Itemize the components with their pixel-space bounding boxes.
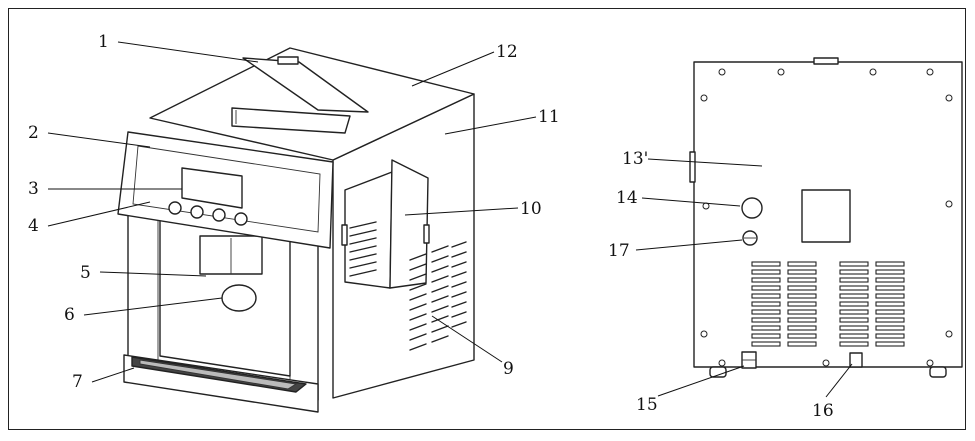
vent-slot	[875, 293, 905, 299]
vent-slot	[751, 269, 781, 275]
vent-slot	[751, 277, 781, 283]
water-inlet	[741, 197, 763, 219]
vent-slot	[751, 341, 781, 347]
callout-labels: 1 2 3 4 5 6 7 9 10 11 12 13' 14 17 15 16	[28, 32, 834, 421]
back-view	[689, 57, 963, 378]
callout-14: 14	[616, 188, 638, 208]
vent-slot	[875, 325, 905, 331]
vent-slot	[839, 341, 869, 347]
callout-7: 7	[72, 372, 83, 392]
vent-slot	[839, 285, 869, 291]
vent-slot	[787, 325, 817, 331]
callout-1: 1	[98, 32, 109, 52]
vent-slot	[875, 309, 905, 315]
vent-slot	[875, 285, 905, 291]
side-access-door	[389, 159, 429, 289]
vent-slot	[875, 333, 905, 339]
callout-13: 13'	[622, 149, 648, 169]
vent-slot	[787, 293, 817, 299]
front-view	[117, 47, 475, 413]
callout-2: 2	[28, 123, 39, 143]
vent-slot	[751, 293, 781, 299]
vent-slot	[751, 301, 781, 307]
vent-slot	[839, 317, 869, 323]
vent-slot	[839, 333, 869, 339]
vent-slot	[787, 277, 817, 283]
callout-17: 17	[608, 241, 630, 261]
vent-slot	[839, 301, 869, 307]
vent-slot	[751, 285, 781, 291]
control-button	[212, 208, 226, 222]
vent-slot	[751, 325, 781, 331]
vent-slot	[787, 269, 817, 275]
back-top-tab	[813, 57, 839, 65]
power-cord-outlet	[849, 352, 863, 368]
vent-slot	[875, 269, 905, 275]
callout-6: 6	[64, 305, 75, 325]
vent-slot	[751, 333, 781, 339]
vent-slot	[839, 277, 869, 283]
vent-slot	[787, 301, 817, 307]
vent-slot	[839, 325, 869, 331]
vent-slot	[875, 301, 905, 307]
control-button	[234, 212, 248, 226]
lid-handle	[277, 56, 299, 65]
display-screen	[181, 167, 243, 209]
vent-slot	[875, 261, 905, 267]
back-vents	[751, 261, 905, 347]
control-button	[190, 205, 204, 219]
ice-outlet	[221, 284, 257, 312]
callout-12: 12	[496, 42, 518, 62]
vent-slot	[875, 277, 905, 283]
back-screws	[700, 68, 953, 367]
side-door-frame	[344, 171, 393, 289]
label-plate	[801, 189, 851, 243]
callout-16: 16	[812, 401, 834, 421]
foot	[929, 366, 947, 378]
back-side-tab	[689, 151, 696, 183]
control-button	[168, 201, 182, 215]
callout-3: 3	[28, 179, 39, 199]
callout-5: 5	[80, 263, 91, 283]
callout-9: 9	[503, 359, 514, 379]
vent-slot	[787, 333, 817, 339]
ice-opening	[231, 107, 351, 134]
vent-slot	[839, 261, 869, 267]
vent-slot	[787, 285, 817, 291]
vent-slot	[787, 261, 817, 267]
vent-slot	[787, 317, 817, 323]
vent-slot	[875, 317, 905, 323]
callout-11: 11	[538, 107, 560, 127]
side-vents	[409, 241, 467, 351]
vent-slot	[839, 269, 869, 275]
callout-4: 4	[28, 216, 39, 236]
vent-slot	[875, 341, 905, 347]
callout-15: 15	[636, 395, 658, 415]
vent-slot	[787, 309, 817, 315]
vent-slot	[751, 261, 781, 267]
vent-slot	[839, 309, 869, 315]
callout-10: 10	[520, 199, 542, 219]
vent-slot	[751, 309, 781, 315]
door-vents	[349, 221, 377, 277]
leader-lines	[47, 41, 853, 398]
vent-slot	[751, 317, 781, 323]
vent-slot	[839, 293, 869, 299]
vent-slot	[787, 341, 817, 347]
